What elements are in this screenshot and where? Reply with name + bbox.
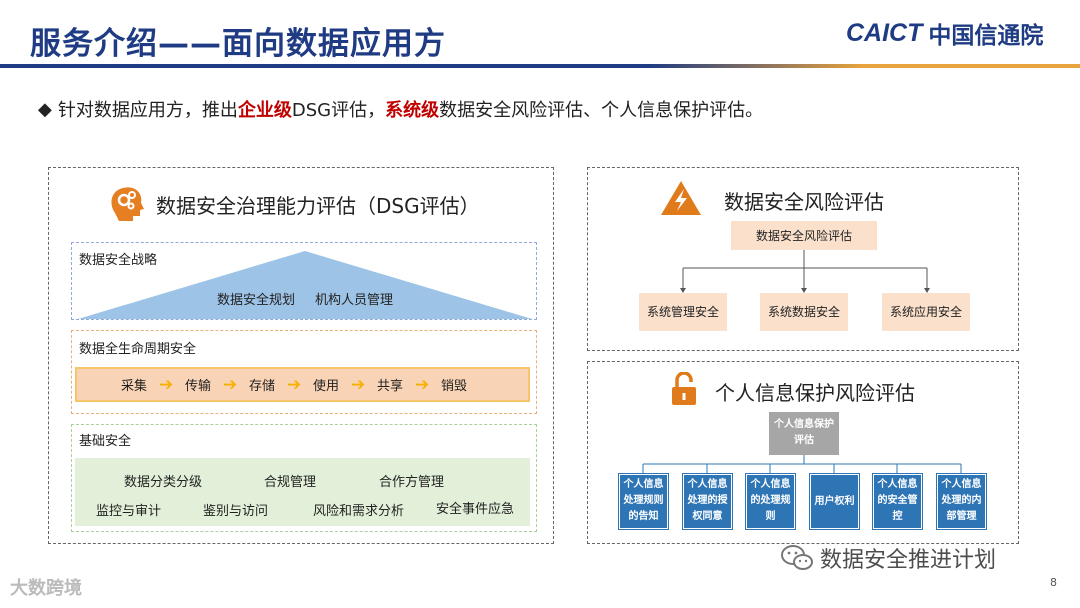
bullet-highlight-system: 系统级 [385, 100, 440, 121]
corner-watermark: 大数跨境 [10, 578, 82, 599]
strategy-item: 机构人员管理 [315, 293, 394, 308]
arrow-right-icon: ➔ [158, 374, 174, 395]
risk-child-node: 系统应用安全 [882, 293, 970, 331]
risk-child-node: 系统数据安全 [760, 293, 848, 331]
lifecycle-flow: 采集 ➔ 传输 ➔ 存储 ➔ 使用 ➔ 共享 ➔ 销毁 [75, 367, 530, 402]
base-item: 合作方管理 [379, 475, 445, 490]
warning-lightning-icon [660, 180, 702, 216]
risk-tree-connectors [680, 250, 930, 293]
logo-cn: 中国信通院 [928, 23, 1044, 49]
watermark-text: 数据安全推进计划 [820, 548, 997, 573]
base-item: 数据分类分级 [124, 475, 203, 490]
bullet-text-3: 数据安全风险评估、个人信息保护评估。 [439, 100, 764, 121]
lifecycle-label: 数据全生命周期安全 [79, 342, 197, 357]
unlocked-padlock-icon [671, 371, 697, 406]
pi-child-node: 用户权利 [809, 473, 860, 530]
lifecycle-stage: 共享 [376, 379, 403, 394]
pi-child-node: 个人信息的安全管控 [872, 473, 923, 530]
risk-root-node: 数据安全风险评估 [731, 221, 877, 250]
base-item: 监控与审计 [96, 504, 162, 519]
diamond-bullet-icon: ◆ [38, 98, 52, 120]
strategy-triangle [78, 251, 532, 319]
risk-child-node: 系统管理安全 [639, 293, 727, 331]
base-item: 合规管理 [264, 475, 317, 490]
pi-child-node: 个人信息的处理规则 [745, 473, 796, 530]
intro-bullet: ◆ 针对数据应用方，推出企业级DSG评估，系统级数据安全风险评估、个人信息保护评… [38, 96, 763, 122]
pi-panel [587, 361, 1019, 544]
arrow-right-icon: ➔ [414, 374, 430, 395]
lifecycle-stage: 传输 [184, 379, 211, 394]
caict-logo: CAICT 中国信通院 [846, 16, 1043, 50]
wechat-icon [781, 545, 813, 570]
risk-panel [587, 167, 1019, 351]
base-security-section [71, 424, 537, 532]
bullet-highlight-enterprise: 企业级 [237, 100, 292, 121]
page-number: 8 [1050, 576, 1057, 589]
strategy-item: 数据安全规划 [216, 293, 295, 308]
dsg-panel [48, 167, 554, 544]
wechat-watermark: 数据安全推进计划 [780, 542, 996, 574]
header-divider [0, 64, 1080, 68]
strategy-label: 数据安全战略 [79, 253, 158, 268]
brain-gear-icon [107, 183, 147, 223]
page-title: 服务介绍——面向数据应用方 [30, 26, 446, 62]
pi-root-node: 个人信息保护 评估 [769, 412, 839, 455]
bullet-text-2: DSG评估， [291, 100, 386, 121]
lifecycle-section [71, 330, 537, 414]
lifecycle-stage: 采集 [120, 379, 147, 394]
strategy-items: 数据安全规划 机构人员管理 [78, 289, 532, 308]
strategy-section [71, 242, 537, 320]
arrow-right-icon: ➔ [286, 374, 302, 395]
base-item: 风险和需求分析 [313, 504, 405, 519]
lifecycle-stage: 销毁 [440, 379, 467, 394]
base-security-items: 数据分类分级 合规管理 合作方管理 监控与审计 鉴别与访问 风险和需求分析 安全… [75, 458, 530, 526]
pi-child-node: 个人信息处理的授权同意 [682, 473, 733, 530]
pi-child-node: 个人信息处理规则的告知 [618, 473, 669, 530]
pi-child-node: 个人信息处理的内部管理 [936, 473, 987, 530]
lifecycle-stage: 使用 [312, 379, 339, 394]
arrow-right-icon: ➔ [222, 374, 238, 395]
lifecycle-stage: 存储 [248, 379, 275, 394]
pi-title: 个人信息保护风险评估 [715, 381, 915, 405]
base-security-label: 基础安全 [79, 434, 132, 449]
pi-tree-connectors [642, 455, 962, 474]
risk-title: 数据安全风险评估 [724, 190, 884, 214]
bullet-text-1: 针对数据应用方，推出 [57, 100, 238, 121]
arrow-right-icon: ➔ [350, 374, 366, 395]
dsg-title: 数据安全治理能力评估（DSG评估） [156, 194, 480, 218]
logo-en: CAICT [846, 18, 923, 47]
base-item: 安全事件应急 [436, 502, 515, 517]
base-item: 鉴别与访问 [203, 504, 269, 519]
